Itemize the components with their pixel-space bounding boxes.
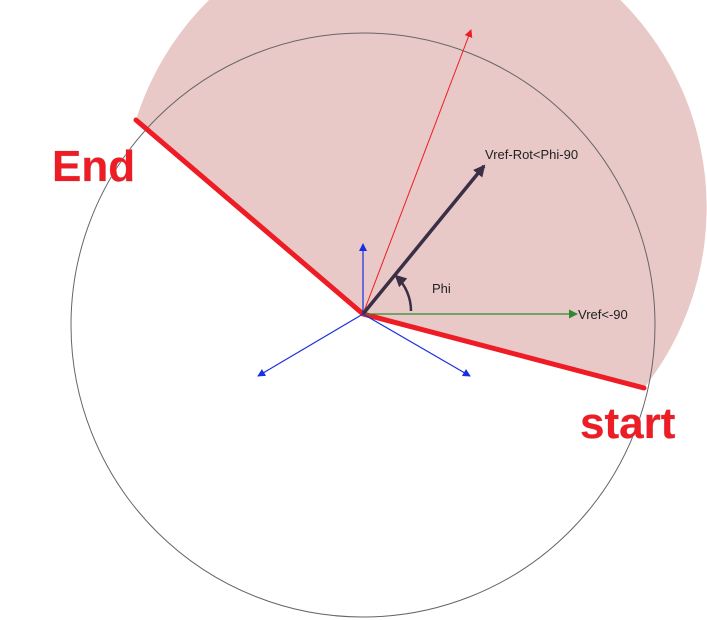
- vref-rot-label: Vref-Rot<Phi-90: [485, 147, 578, 162]
- phi-label: Phi: [432, 281, 451, 296]
- swept-sector: [136, 0, 707, 388]
- vref-label: Vref<-90: [578, 307, 628, 322]
- start-label: start: [580, 399, 676, 448]
- end-boundary-line: [133, 117, 366, 317]
- start-boundary-line: [360, 311, 647, 391]
- end-label: End: [52, 142, 135, 191]
- vref-rot-arrow: [361, 164, 486, 316]
- axis-lower-right-arrow: [362, 313, 471, 377]
- phi-angle-arc: [394, 274, 413, 312]
- thin-red-vector: [362, 29, 473, 315]
- axis-lower-left-arrow: [257, 313, 364, 377]
- rotation-circle: [70, 32, 656, 618]
